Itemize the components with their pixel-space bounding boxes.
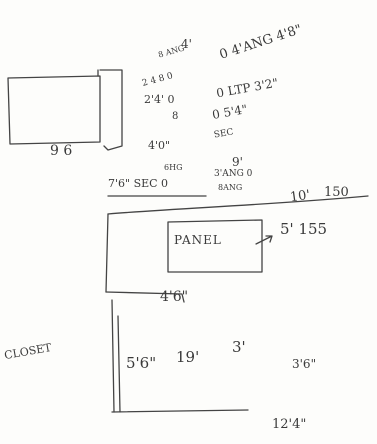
arrow-mark	[255, 235, 273, 245]
label-ang2-note: 6HG	[164, 163, 183, 172]
label-7ft6-sec: 7'6" SEC 0	[108, 177, 169, 190]
lower-step	[105, 291, 185, 303]
label-10ft: 10'	[289, 187, 312, 206]
label-5ft6: 5'6"	[126, 354, 157, 372]
label-4ft6: 4'6"	[160, 289, 189, 305]
label-4ft-top: 4'	[181, 37, 192, 51]
label-ang3-note: 3'ANG 0	[214, 169, 253, 179]
closet-wall-inner	[117, 315, 121, 413]
upper-left-box	[7, 75, 101, 145]
panel-box	[167, 219, 263, 273]
label-9ft: 9'	[232, 155, 243, 169]
label-3ft6: 3'6"	[292, 357, 317, 371]
label-3ft: 3'	[232, 338, 246, 356]
label-4ft0: 4'0"	[148, 139, 171, 152]
label-2ft4: 2'4' 0	[144, 93, 175, 106]
closet-wall-left	[111, 299, 115, 413]
label-9-6: 9 6	[50, 143, 73, 159]
label-150: 150	[324, 185, 349, 200]
label-note-a: 8	[172, 111, 179, 122]
label-12ft4: 12'4"	[272, 417, 307, 432]
label-panel: PANEL	[174, 233, 222, 247]
left-wall	[105, 213, 109, 293]
label-5ft-155: 5' 155	[280, 220, 328, 238]
main-wall-top	[107, 195, 369, 215]
label-19ft: 19'	[176, 348, 200, 366]
label-8ang: 8ANG	[218, 183, 243, 192]
closet-wall-bottom	[111, 409, 249, 413]
upper-left-box-side	[99, 69, 123, 151]
